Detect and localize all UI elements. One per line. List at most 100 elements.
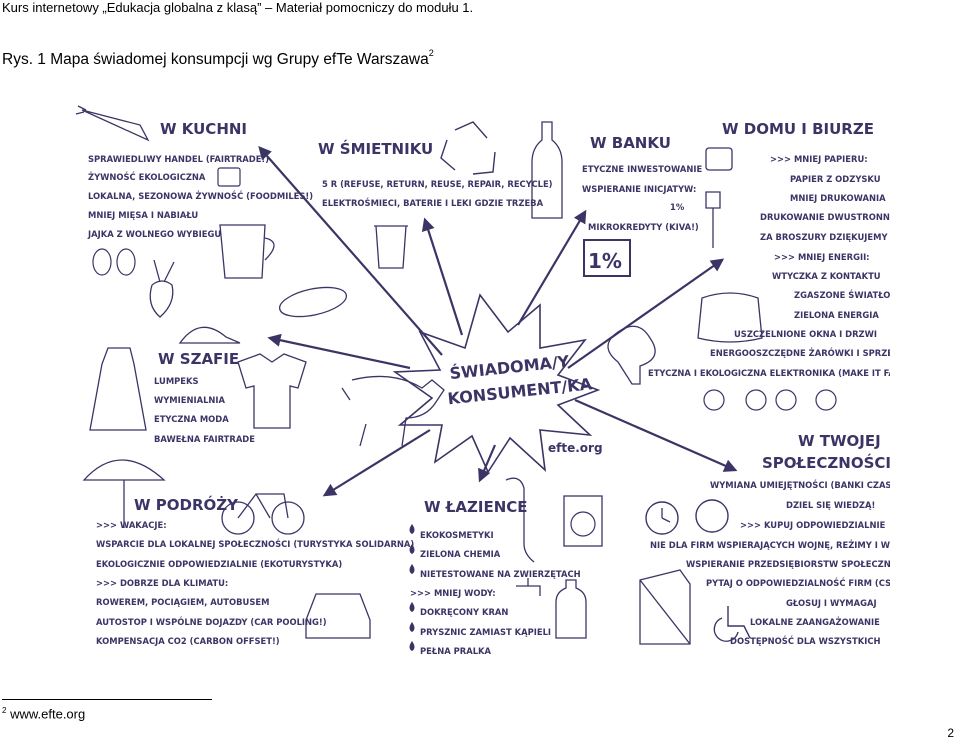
- szafa-item-0: LUMPEKS: [154, 376, 199, 386]
- dom-item-4: ZA BROSZURY DZIĘKUJEMY: [760, 232, 888, 242]
- tree-stump-icon: [697, 292, 763, 343]
- caption-text: Rys. 1 Mapa świadomej konsumpcji wg Grup…: [2, 51, 429, 69]
- footnote-link[interactable]: www.efte.org: [10, 706, 86, 722]
- lazienka-item-0: EKOKOSMETYKI: [420, 530, 494, 540]
- bank-item-1: WSPIERANIE INICJATYW:: [582, 184, 696, 194]
- section-spolecznosc: W TWOJEJ SPOŁECZNOŚCI WYMIANA UMIEJĘTNOŚ…: [639, 432, 890, 646]
- smietnik-item-1: ELEKTROŚMIECI, BATERIE I LEKI GDZIE TRZE…: [322, 197, 544, 208]
- bottle-icon: [531, 121, 563, 219]
- section-lazienka: W ŁAZIENCE EKOKOSMETYKI ZIELONA CHEMIA N…: [409, 477, 603, 656]
- egg-icon-2: [116, 248, 136, 276]
- percent-box-icon: [583, 239, 631, 277]
- arrow-podroze: [322, 429, 431, 497]
- lazienka-item-2: NIETESTOWANE NA ZWIERZĘTACH: [420, 569, 581, 579]
- cosmetics-bottle-icon: [555, 579, 587, 639]
- dom-item-9: USZCZELNIONE OKNA I DRZWI: [734, 329, 877, 339]
- light-bulbs-icon: [703, 389, 837, 411]
- section-kuchnia: W KUCHNI SPRAWIEDLIWY HANDEL (FAIRTRADE!…: [75, 105, 348, 344]
- dom-item-10: ENERGOOSZCZĘDNE ŻARÓWKI I SPRZĘTY: [710, 347, 890, 358]
- dom-item-5: >>> MNIEJ ENERGII:: [774, 252, 870, 262]
- bread-icon: [278, 286, 348, 318]
- dom-item-11: ETYCZNA I EKOLOGICZNA ELEKTRONIKA (MAKE …: [648, 368, 890, 378]
- kuchnia-item-3: MNIEJ MIĘSA I NABIAŁU: [88, 210, 198, 220]
- dom-item-0: >>> MNIEJ PAPIERU:: [770, 154, 868, 164]
- podroze-item-5: AUTOSTOP I WSPÓLNE DOJAZDY (CAR POOLING!…: [96, 616, 327, 627]
- section-smietnik: W ŚMIETNIKU 5 R (REFUSE, RETURN, REUSE, …: [318, 121, 553, 269]
- consumption-map: ŚWIADOMA/Y KONSUMENT/KA efte.org W KUCHN…: [75, 105, 890, 656]
- dom-item-1: PAPIER Z ODZYSKU: [790, 174, 881, 184]
- dom-item-3: DRUKOWANIE DWUSTRONNE: [760, 212, 890, 222]
- arrow-szafa: [267, 333, 411, 370]
- water-drop-icons: [409, 524, 415, 651]
- wheelchair-icon: [713, 606, 751, 642]
- beetroot-icon: [149, 259, 175, 318]
- spolecznosc-item-8: DOSTĘPNOŚĆ DLA WSZYSTKICH: [730, 635, 881, 646]
- dom-title: W DOMU I BIURZE: [722, 120, 874, 138]
- spolecznosc-item-7: LOKALNE ZAANGAŻOWANIE: [750, 617, 880, 627]
- arrow-smietnik: [421, 217, 464, 336]
- footnote: 2 www.efte.org: [2, 706, 85, 721]
- section-bank: W BANKU ETYCZNE INWESTOWANIE WSPIERANIE …: [531, 121, 702, 277]
- tree-icon: [607, 325, 656, 385]
- faucet-icon: [516, 578, 541, 596]
- arrow-lazienka: [478, 444, 497, 483]
- smietnik-item-0: 5 R (REFUSE, RETURN, REUSE, REPAIR, RECY…: [322, 179, 553, 189]
- arrow-bank: [517, 209, 587, 326]
- spolecznosc-item-3: NIE DLA FIRM WSPIERAJĄCYCH WOJNĘ, REŻIMY…: [650, 540, 890, 550]
- szafa-item-3: BAWEŁNA FAIRTRADE: [154, 434, 255, 444]
- dom-item-6: WTYCZKA Z KONTAKTU: [772, 271, 881, 281]
- podroze-item-1: WSPARCIE DLA LOKALNEJ SPOŁECZNOŚCI (TURY…: [96, 538, 414, 549]
- efte-logo: efte.org: [548, 441, 603, 455]
- washing-machine-icon: [563, 495, 603, 547]
- spolecznosc-title-line1: W TWOJEJ: [798, 432, 881, 450]
- cheese-icon: [217, 167, 241, 187]
- bank-title: W BANKU: [590, 134, 671, 152]
- dom-item-2: MNIEJ DRUKOWANIA: [790, 193, 886, 203]
- washing-machine-drum: [570, 511, 596, 537]
- trash-can-icon: [374, 225, 408, 269]
- footnote-number: 2: [2, 706, 7, 715]
- ballot-box-icon: [639, 569, 691, 645]
- kuchnia-item-1: ŻYWNOŚĆ EKOLOGICZNA: [88, 171, 206, 182]
- podroze-item-3: >>> DOBRZE DLA KLIMATU:: [96, 578, 228, 588]
- caption-footnote-ref: 2: [428, 48, 434, 58]
- section-podroze: W PODRÓŻY >>> WAKACJE: WSPARCIE DLA LOKA…: [82, 459, 414, 646]
- egg-icon: [92, 248, 112, 276]
- kuchnia-item-0: SPRAWIEDLIWY HANDEL (FAIRTRADE!): [88, 154, 269, 164]
- lazienka-title: W ŁAZIENCE: [424, 498, 528, 516]
- lazienka-item-6: PEŁNA PRALKA: [420, 646, 492, 656]
- umbrella-icon: [82, 459, 166, 528]
- lazienka-item-5: PRYSZNIC ZAMIAST KĄPIELI: [420, 627, 551, 637]
- arrow-kuchnia: [258, 146, 443, 356]
- percent-box-label: 1%: [588, 249, 622, 273]
- bank-item-2: 1%: [670, 202, 685, 212]
- dress-icon: [89, 347, 147, 431]
- clock-hands: [661, 508, 671, 523]
- arrow-spolecznosc: [574, 398, 738, 472]
- spolecznosc-item-0: WYMIANA UMIEJĘTNOŚCI (BANKI CZASU): [710, 479, 890, 490]
- bank-item-3: MIKROKREDYTY (KIVA!): [588, 222, 699, 232]
- arrow-dom: [567, 258, 725, 369]
- lazienka-item-3: >>> MNIEJ WODY:: [410, 588, 496, 598]
- dom-item-8: ZIELONA ENERGIA: [794, 310, 879, 320]
- running-header: Kurs internetowy „Edukacja globalna z kl…: [2, 0, 474, 15]
- dog-icon: [341, 375, 445, 447]
- spolecznosc-item-4: WSPIERANIE PRZEDSIĘBIORSTW SPOŁECZNYCH: [686, 559, 890, 569]
- kuchnia-item-4: JAJKA Z WOLNEGO WYBIEGU: [87, 229, 221, 239]
- carrot-icon: [75, 105, 150, 142]
- spolecznosc-title-line2: SPOŁECZNOŚCI: [762, 453, 890, 472]
- clock-icon: [645, 501, 679, 535]
- podroze-item-4: ROWEREM, POCIĄGIEM, AUTOBUSEM: [96, 597, 269, 607]
- shirt-icon: [237, 353, 307, 429]
- recycle-icon: [440, 121, 496, 175]
- page-number: 2: [947, 726, 954, 740]
- szafa-item-1: WYMIENIALNIA: [154, 395, 226, 405]
- podroze-item-2: EKOLOGICZNIE ODPOWIEDZIALNIE (EKOTURYSTY…: [96, 559, 342, 569]
- plug-icon: [705, 191, 721, 248]
- cap-icon: [178, 326, 241, 344]
- figure-caption: Rys. 1 Mapa świadomej konsumpcji wg Grup…: [2, 48, 434, 69]
- bank-item-0: ETYCZNE INWESTOWANIE: [582, 164, 702, 174]
- lazienka-item-1: ZIELONA CHEMIA: [420, 549, 501, 559]
- section-szafa: W SZAFIE LUMPEKS WYMIENIALNIA ETYCZNA MO…: [89, 347, 445, 447]
- kuchnia-title: W KUCHNI: [160, 120, 247, 138]
